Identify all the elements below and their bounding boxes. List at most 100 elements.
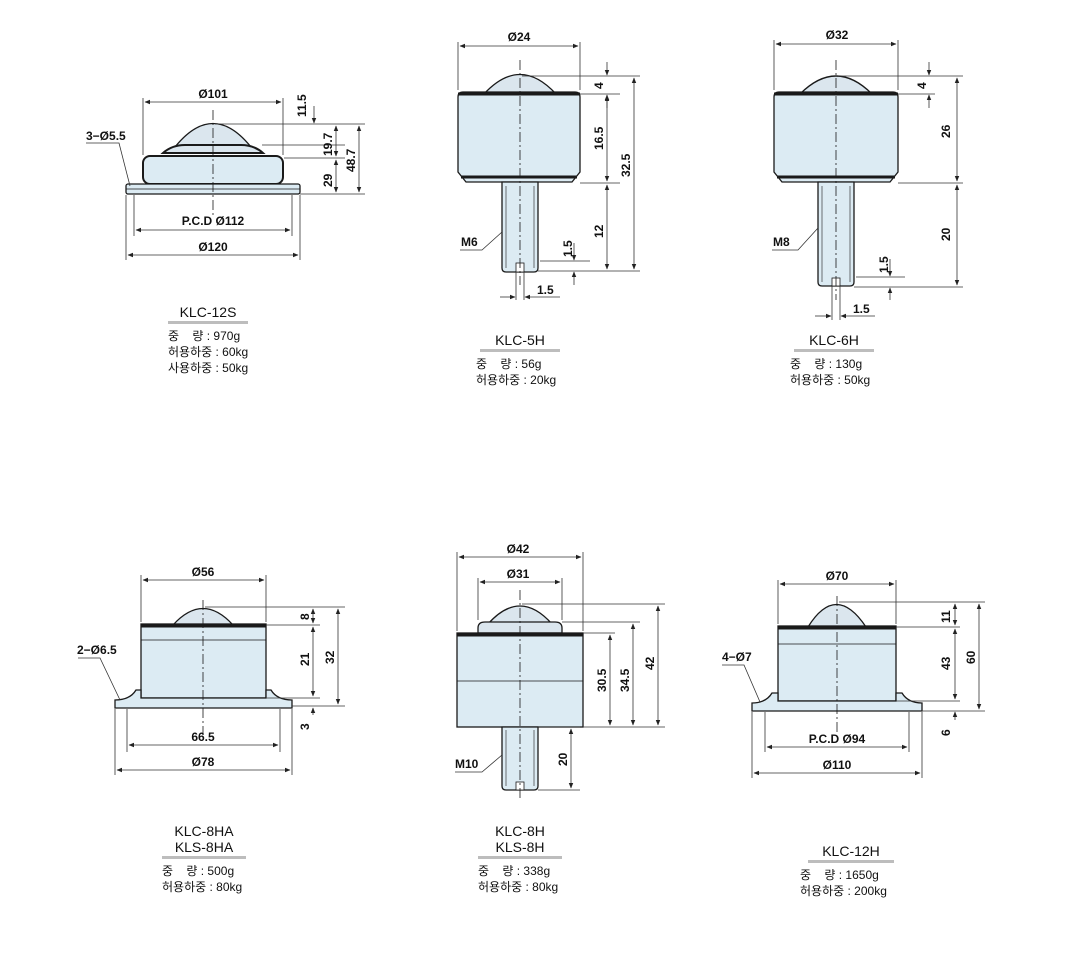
dim-klc12h-flange-h: 6 bbox=[939, 729, 953, 736]
dim-klc12s-base-dia: Ø120 bbox=[198, 240, 228, 254]
dim-klc8ha-flange-h: 3 bbox=[298, 723, 312, 730]
spec-block-klc8h: KLC-8H KLS-8H 중 량 : 338g 허용하중 : 80kg bbox=[478, 823, 562, 895]
dim-klc12h-holes: 4−Ø7 bbox=[722, 650, 752, 664]
dim-klc5h-slot-width: 1.5 bbox=[537, 283, 554, 297]
dim-klc8h-inner-dia: Ø31 bbox=[507, 567, 530, 581]
dim-klc5h-top-dia: Ø24 bbox=[508, 30, 531, 44]
spec-label: 허용하중 bbox=[790, 373, 835, 387]
dim-klc5h-body-h: 16.5 bbox=[592, 126, 606, 150]
spec-value: : 50kg bbox=[837, 373, 871, 387]
spec-value: : 1650g bbox=[838, 868, 879, 882]
dim-klc12s-ball-h: 11.5 bbox=[295, 94, 309, 117]
dim-klc12h-pcd: P.C.D Ø94 bbox=[809, 732, 866, 746]
dim-klc6h-body-h: 26 bbox=[939, 124, 953, 138]
spec-block-klc12s: KLC-12S 중 량 : 970g 허용하중 : 60kg 사용하중 : 50… bbox=[168, 304, 248, 376]
dim-klc6h-slot-width: 1.5 bbox=[853, 302, 870, 316]
stud-shape bbox=[817, 181, 855, 287]
spec-value: : 500g bbox=[200, 864, 235, 878]
spec-row: 중 량 : 970g bbox=[168, 328, 248, 344]
spec-label: 사용하중 bbox=[168, 361, 213, 375]
dim-klc8ha-body-h: 21 bbox=[298, 652, 312, 666]
dim-klc6h-ball-h: 4 bbox=[915, 82, 929, 89]
dimension-labels: Ø101 3−Ø5.5 P.C.D Ø112 Ø120 11.5 19.7 29… bbox=[77, 28, 978, 772]
dim-klc12h-top-dia: Ø70 bbox=[826, 569, 849, 583]
spec-label: 중 량 bbox=[478, 864, 514, 878]
spec-row: 허용하중 : 20kg bbox=[476, 372, 560, 388]
dim-klc8h-h1: 30.5 bbox=[595, 668, 609, 692]
drawing-klc8ha bbox=[78, 575, 345, 775]
spec-value: : 60kg bbox=[215, 345, 249, 359]
spec-row: 허용하중 : 80kg bbox=[478, 879, 562, 895]
spec-label: 허용하중 bbox=[162, 880, 207, 894]
model-name: KLS-8HA bbox=[162, 839, 246, 859]
dim-klc8ha-ball-h: 8 bbox=[298, 613, 312, 620]
spec-row: 허용하중 : 50kg bbox=[790, 372, 874, 388]
drawing-klc12s bbox=[86, 98, 365, 260]
spec-value: : 80kg bbox=[525, 880, 559, 894]
spec-row: 사용하중 : 50kg bbox=[168, 360, 248, 376]
spec-value: : 20kg bbox=[523, 373, 557, 387]
model-name: KLC-6H bbox=[794, 332, 874, 352]
dim-klc5h-thread: M6 bbox=[461, 235, 478, 249]
spec-row: 중 량 : 56g bbox=[476, 356, 560, 372]
spec-label: 중 량 bbox=[790, 357, 826, 371]
spec-label: 허용하중 bbox=[800, 884, 845, 898]
dim-klc12s-pcd: P.C.D Ø112 bbox=[182, 214, 245, 228]
flange-shape bbox=[114, 689, 293, 709]
spec-block-klc8ha: KLC-8HA KLS-8HA 중 량 : 500g 허용하중 : 80kg bbox=[162, 823, 246, 895]
body-shape bbox=[457, 91, 581, 183]
spec-block-klc5h: KLC-5H 중 량 : 56g 허용하중 : 20kg bbox=[476, 332, 560, 388]
dim-klc12s-holes: 3−Ø5.5 bbox=[86, 129, 126, 143]
spec-label: 중 량 bbox=[800, 868, 836, 882]
dim-klc6h-top-dia: Ø32 bbox=[826, 28, 849, 42]
dim-klc12s-total-h: 48.7 bbox=[344, 148, 358, 172]
spec-row: 중 량 : 1650g bbox=[800, 867, 894, 883]
spec-value: : 56g bbox=[514, 357, 542, 371]
dim-klc8h-total-h: 42 bbox=[643, 656, 657, 670]
spec-value: : 970g bbox=[206, 329, 241, 343]
dim-klc6h-thread: M8 bbox=[773, 235, 790, 249]
dim-klc12h-base-dia: Ø110 bbox=[823, 758, 852, 772]
dim-klc8h-thread: M10 bbox=[455, 757, 479, 771]
spec-row: 중 량 : 130g bbox=[790, 356, 874, 372]
dim-klc12h-ball-h: 11 bbox=[939, 610, 953, 623]
drawing-klc6h bbox=[772, 40, 963, 320]
spec-row: 중 량 : 338g bbox=[478, 863, 562, 879]
model-name: KLC-12H bbox=[808, 843, 894, 863]
spec-value: : 338g bbox=[516, 864, 551, 878]
spec-value: : 130g bbox=[828, 357, 863, 371]
model-name: KLS-8H bbox=[478, 839, 562, 859]
drawing-klc8h bbox=[455, 552, 665, 800]
spec-row: 허용하중 : 80kg bbox=[162, 879, 246, 895]
dim-klc5h-slot-depth: 1.5 bbox=[561, 240, 575, 257]
dim-klc12s-body-h: 19.7 bbox=[321, 132, 335, 156]
spec-value: : 50kg bbox=[215, 361, 249, 375]
flange-shape bbox=[751, 692, 923, 712]
drawing-klc12h bbox=[722, 580, 985, 778]
spec-label: 중 량 bbox=[162, 864, 198, 878]
spec-value: : 200kg bbox=[847, 884, 887, 898]
model-name: KLC-8HA bbox=[174, 823, 234, 839]
spec-row: 허용하중 : 60kg bbox=[168, 344, 248, 360]
spec-value: : 80kg bbox=[209, 880, 243, 894]
spec-label: 허용하중 bbox=[168, 345, 213, 359]
spec-label: 중 량 bbox=[476, 357, 512, 371]
spec-row: 중 량 : 500g bbox=[162, 863, 246, 879]
spec-label: 허용하중 bbox=[476, 373, 521, 387]
dim-klc8ha-base-dia: Ø78 bbox=[192, 755, 215, 769]
dim-klc12s-mid-h: 29 bbox=[321, 173, 335, 187]
spec-block-klc6h: KLC-6H 중 량 : 130g 허용하중 : 50kg bbox=[790, 332, 874, 388]
model-name: KLC-12S bbox=[168, 304, 248, 324]
dim-klc6h-stud-len: 20 bbox=[939, 227, 953, 241]
dim-klc5h-ball-h: 4 bbox=[592, 82, 606, 89]
dim-klc12h-body-h: 43 bbox=[939, 656, 953, 670]
body-shape bbox=[140, 623, 267, 699]
dim-klc6h-slot-depth: 1.5 bbox=[877, 256, 891, 273]
dim-klc12h-total-h: 60 bbox=[964, 650, 978, 664]
dim-klc8h-stud-len: 20 bbox=[556, 752, 570, 766]
model-name: KLC-8H bbox=[495, 823, 545, 839]
dim-klc8ha-top-dia: Ø56 bbox=[192, 565, 215, 579]
spec-row: 허용하중 : 200kg bbox=[800, 883, 894, 899]
spec-label: 중 량 bbox=[168, 329, 204, 343]
drawing-klc5h bbox=[457, 42, 640, 300]
